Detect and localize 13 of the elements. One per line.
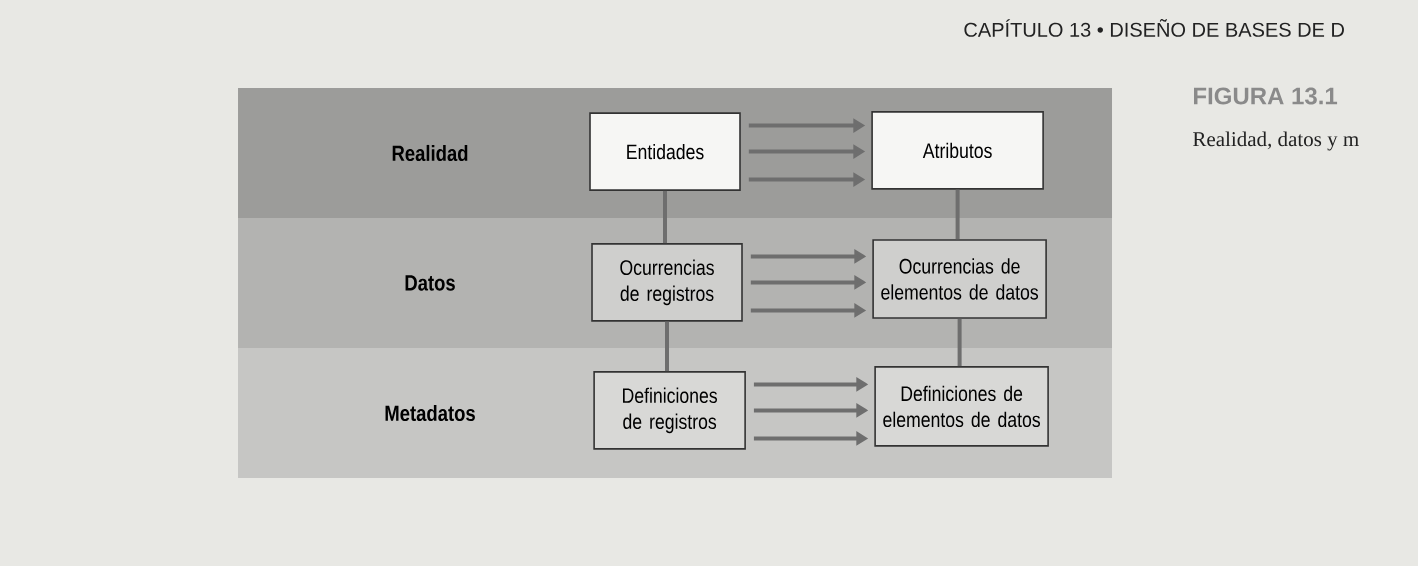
process-box: Ocurrencias de registros <box>591 243 743 322</box>
connector-line <box>663 190 667 244</box>
connector-line <box>955 189 960 240</box>
running-header: CAPÍTULO 13 • DISEÑO DE BASES DE D <box>964 19 1344 37</box>
figure-caption: Realidad, datos y m <box>1193 131 1359 151</box>
process-box: Entidades <box>589 112 741 191</box>
process-box: Definiciones de elementos de datos <box>874 366 1049 447</box>
connector-line <box>665 321 669 372</box>
figure-title: FIGURA 13.1 <box>1194 87 1338 105</box>
process-box: Atributos <box>871 111 1044 190</box>
process-box: Definiciones de registros <box>593 371 746 450</box>
process-box: Ocurrencias de elementos de datos <box>872 239 1047 319</box>
connector-line <box>957 318 962 367</box>
